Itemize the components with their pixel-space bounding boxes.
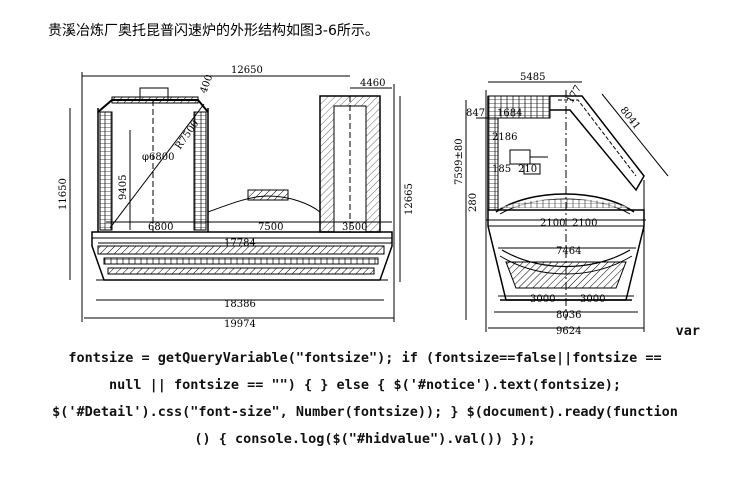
dim-2186: 2186 <box>492 132 517 143</box>
dim-847: 847 <box>466 108 485 119</box>
code-line: $('#Detail').css("font-size", Number(fon… <box>52 404 678 420</box>
furnace-drawing: 12650 4460 400 R7500 φ6800 9405 11650 12… <box>58 65 669 337</box>
dim-210: 210 <box>518 164 537 175</box>
end-view <box>465 81 669 332</box>
dim-12665: 12665 <box>404 183 415 215</box>
dim-18386: 18386 <box>224 299 256 310</box>
code-line: var <box>675 323 700 339</box>
dim-400: 400 <box>198 73 215 95</box>
side-view <box>69 72 401 322</box>
dim-177: 177 <box>565 83 584 105</box>
code-line: null || fontsize == "") { } else { $('#n… <box>108 377 622 393</box>
dim-280: 280 <box>468 193 479 212</box>
dim-3500: 3500 <box>342 222 367 233</box>
dim-7500: 7500 <box>258 222 283 233</box>
dim-4460: 4460 <box>360 78 385 89</box>
dim-2100-left: 2100 <box>540 218 565 229</box>
dim-19974: 19974 <box>224 319 256 330</box>
dim-phi6800: φ6800 <box>142 152 174 163</box>
code-line: fontsize = getQueryVariable("fontsize");… <box>68 350 662 366</box>
dim-2100-right: 2100 <box>572 218 597 229</box>
dim-11650: 11650 <box>58 178 69 210</box>
intro-text: 贵溪冶炼厂奥托昆普闪速炉的外形结构如图3-6所示。 <box>48 23 379 39</box>
code-block: var fontsize = getQueryVariable("fontsiz… <box>0 318 730 453</box>
furnace-figure: 12650 4460 400 R7500 φ6800 9405 11650 12… <box>58 65 669 337</box>
dim-7599: 7599±80 <box>454 138 465 185</box>
dim-3000-right: 3000 <box>580 294 605 305</box>
dim-1684: 1684 <box>497 108 522 119</box>
dim-6800: 6800 <box>148 222 173 233</box>
dim-8036: 8036 <box>556 310 581 321</box>
dim-5485: 5485 <box>520 72 545 83</box>
dim-185: 185 <box>492 164 511 175</box>
dim-12650: 12650 <box>231 65 263 76</box>
dim-9405: 9405 <box>118 175 129 200</box>
dim-3000-left: 3000 <box>530 294 555 305</box>
code-line: () { console.log($("#hidvalue").val()) }… <box>194 431 536 447</box>
dim-7464: 7464 <box>556 246 581 257</box>
dim-9624: 9624 <box>556 326 581 337</box>
dim-17784: 17784 <box>224 238 256 249</box>
